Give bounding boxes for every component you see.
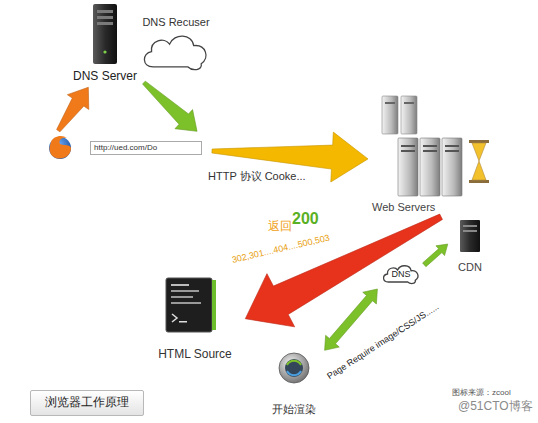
status-code: 200	[292, 210, 319, 228]
server-tower	[442, 138, 462, 196]
server-slot	[463, 225, 477, 227]
server-tower	[382, 96, 398, 134]
prompt-cursor	[179, 321, 187, 323]
terminal-icon	[166, 278, 216, 332]
dns-server: DNS Server	[69, 2, 141, 84]
cdn-server: CDN	[450, 216, 490, 274]
flow-arrow	[423, 244, 448, 267]
flow-arrow	[57, 87, 89, 132]
dns-cloud: DNS Recuser	[138, 16, 213, 74]
render-arc	[287, 371, 301, 375]
dns-cloud: DNS	[380, 262, 422, 286]
watermark: @51CTO博客	[458, 400, 533, 414]
tower-body	[93, 4, 117, 64]
server-tower	[420, 138, 440, 196]
hourglass-glass	[472, 143, 486, 161]
server-slot	[445, 150, 459, 152]
server-slot	[401, 150, 415, 152]
terminal-line	[171, 296, 193, 298]
server-slot	[463, 230, 477, 232]
drive-slot	[97, 10, 113, 13]
node-label: Web Servers	[372, 201, 435, 214]
terminal-screen	[166, 278, 212, 332]
power-light	[103, 50, 106, 53]
server-slot	[385, 102, 395, 104]
node-label: DNS	[391, 269, 410, 279]
server-tower	[460, 220, 480, 252]
render-start: 开始渲染	[266, 350, 322, 416]
server-slot	[401, 145, 415, 147]
drive-slot	[97, 16, 113, 19]
render-core	[285, 359, 303, 377]
render-icon	[279, 353, 309, 383]
render-ring	[279, 353, 309, 383]
web-servers-icon	[382, 96, 462, 196]
terminal-line	[171, 302, 201, 304]
edge-label: HTTP 协议 Cooke...	[208, 170, 306, 183]
web-servers: Web Servers	[372, 92, 492, 214]
address-bar: http://ued.com/Do	[48, 134, 208, 162]
prompt-chevron	[172, 314, 177, 322]
node-label: HTML Source	[158, 348, 232, 362]
node-label: CDN	[458, 261, 482, 274]
terminal-line	[171, 284, 189, 286]
drive-slot	[97, 22, 113, 25]
server-slot	[423, 145, 437, 147]
server-slot	[423, 150, 437, 152]
terminal-line	[171, 290, 199, 292]
edge-label: Page Require image/CSS/JS......	[325, 301, 441, 381]
hourglass-glass	[472, 161, 486, 180]
flow-arrow	[143, 81, 197, 131]
render-arc	[287, 361, 301, 365]
node-label: 开始渲染	[272, 403, 316, 416]
firefox-icon	[49, 136, 71, 159]
cloud-outline	[138, 29, 213, 74]
fox-tail	[50, 136, 71, 159]
node-label: DNS Recuser	[142, 16, 209, 29]
hourglass-cap	[469, 140, 489, 143]
flow-arrow	[245, 214, 442, 327]
cloud-shape	[384, 266, 418, 284]
flow-arrow	[325, 289, 378, 350]
cloud-shape	[145, 36, 207, 70]
node-label: 浏览器工作原理	[45, 396, 129, 410]
hourglass-icon	[469, 140, 489, 183]
server-tower	[398, 138, 418, 196]
server-slot	[445, 145, 459, 147]
node-label: DNS Server	[73, 70, 137, 84]
html-source: HTML Source	[150, 272, 240, 362]
status-codes: 302,301....404....500,503	[231, 233, 331, 266]
credit-note: 图标来源：zcool	[452, 388, 511, 397]
status-label: 返回	[268, 220, 292, 234]
hourglass-cap	[469, 180, 489, 183]
dns-server-tower	[93, 4, 117, 64]
server-tower	[401, 96, 417, 134]
node-label: http://ued.com/Do	[90, 141, 202, 154]
cdn-server-icon	[460, 220, 480, 252]
caption-button: 浏览器工作原理	[30, 390, 144, 416]
server-slot	[404, 102, 414, 104]
terminal-strip	[212, 280, 216, 330]
